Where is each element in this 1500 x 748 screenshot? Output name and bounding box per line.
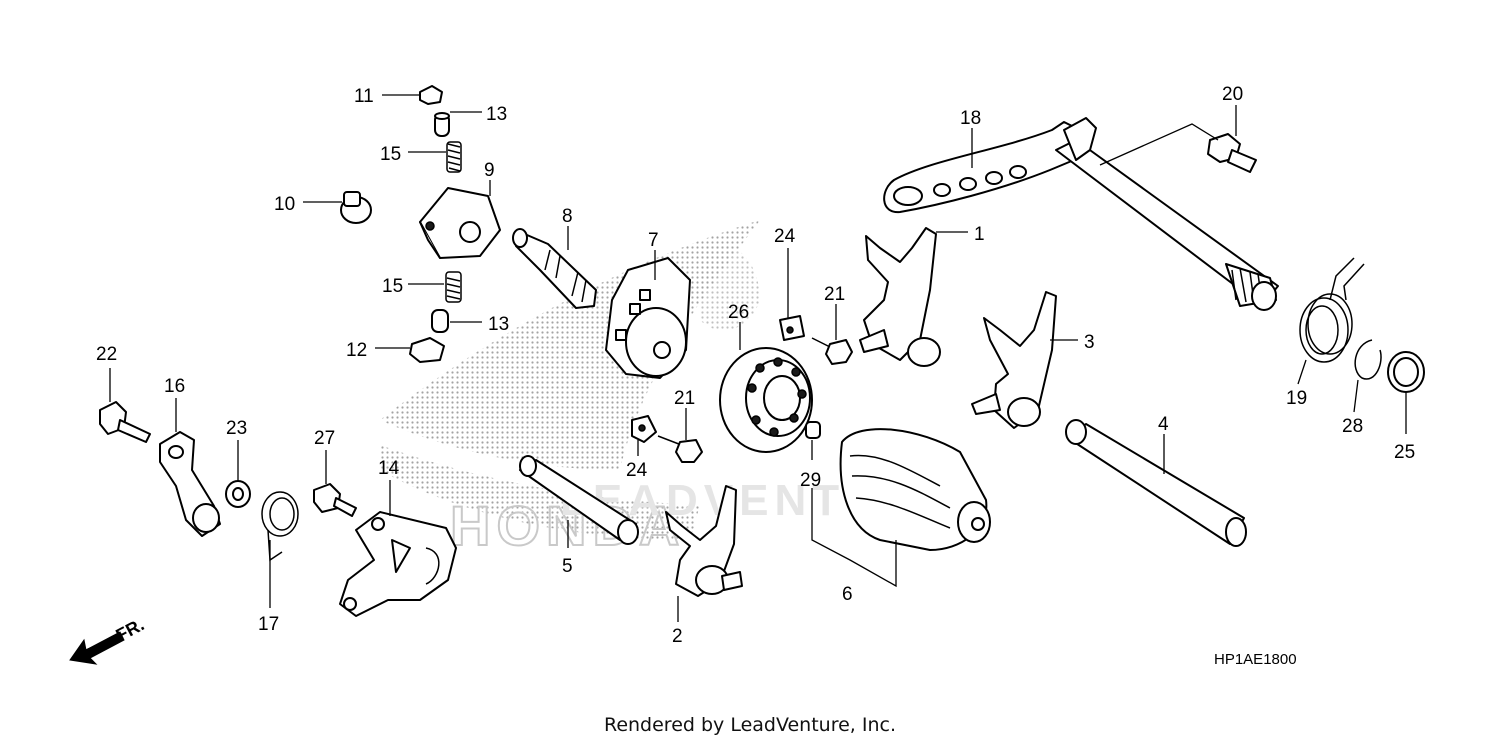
- callout-14[interactable]: 14: [378, 458, 400, 479]
- part-15-spring-lower[interactable]: [445, 271, 462, 303]
- part-27-bolt[interactable]: [313, 483, 357, 517]
- part-4-fork-shaft[interactable]: [1065, 419, 1247, 547]
- callout-27[interactable]: 27: [314, 428, 335, 449]
- callout-24-lower[interactable]: 24: [626, 460, 648, 481]
- part-6-shift-drum[interactable]: [839, 428, 991, 551]
- part-18-gearshift-spindle[interactable]: [883, 117, 1279, 311]
- part-26-bearing[interactable]: [719, 347, 813, 453]
- part-1-shift-fork[interactable]: [859, 227, 941, 367]
- part-19-return-spring[interactable]: [1299, 257, 1365, 363]
- part-17-spring[interactable]: [261, 491, 299, 562]
- part-24-plate-upper[interactable]: [779, 315, 805, 341]
- callout-25[interactable]: 25: [1394, 442, 1415, 463]
- part-8-drum-shaft[interactable]: [512, 228, 597, 309]
- callout-13-lower[interactable]: 13: [488, 314, 509, 335]
- part-29-pin[interactable]: [805, 421, 821, 439]
- leader-lines: [109, 94, 1407, 622]
- callout-19[interactable]: 19: [1286, 388, 1307, 409]
- diagram-code: HP1AE1800: [1214, 651, 1297, 668]
- callout-24-upper[interactable]: 24: [774, 226, 796, 247]
- part-13-pin-lower[interactable]: [431, 309, 449, 333]
- callout-15-lower[interactable]: 15: [382, 276, 403, 297]
- callout-12[interactable]: 12: [346, 340, 367, 361]
- part-2-shift-fork[interactable]: [665, 485, 743, 597]
- callout-6[interactable]: 6: [842, 584, 853, 605]
- callout-3[interactable]: 3: [1084, 332, 1095, 353]
- part-22-bolt[interactable]: [99, 401, 151, 443]
- callout-2[interactable]: 2: [672, 626, 683, 647]
- footer-credit: Rendered by LeadVenture, Inc.: [603, 714, 897, 736]
- part-10-bolt[interactable]: [340, 191, 372, 224]
- part-11-cap[interactable]: [419, 85, 443, 105]
- callout-5[interactable]: 5: [562, 556, 573, 577]
- callout-15-upper[interactable]: 15: [380, 144, 401, 165]
- callout-29[interactable]: 29: [800, 470, 821, 491]
- part-13-pin-upper[interactable]: [434, 112, 450, 137]
- callout-17[interactable]: 17: [258, 614, 279, 635]
- callout-11[interactable]: 11: [354, 86, 374, 107]
- part-21-bolt-lower[interactable]: [657, 435, 703, 463]
- part-14-plate[interactable]: [339, 511, 457, 617]
- callout-4[interactable]: 4: [1158, 414, 1169, 435]
- part-3-shift-fork[interactable]: [971, 291, 1057, 429]
- callout-16[interactable]: 16: [164, 376, 185, 397]
- callout-9[interactable]: 9: [484, 160, 495, 181]
- callout-28[interactable]: 28: [1342, 416, 1363, 437]
- callout-20[interactable]: 20: [1222, 84, 1243, 105]
- callout-8[interactable]: 8: [562, 206, 573, 227]
- part-12-cap[interactable]: [409, 337, 445, 363]
- part-20-bolt[interactable]: [1207, 133, 1257, 173]
- watermark-brand: HONDA: [450, 494, 685, 557]
- front-direction-indicator: FR.: [69, 614, 147, 665]
- callout-18[interactable]: 18: [960, 108, 981, 129]
- callout-10[interactable]: 10: [274, 194, 295, 215]
- part-7-shift-cam[interactable]: [605, 257, 691, 379]
- part-25-washer[interactable]: [1387, 351, 1425, 393]
- callout-1[interactable]: 1: [974, 224, 985, 245]
- part-28-circlip[interactable]: [1354, 339, 1382, 380]
- part-9-drum-center[interactable]: [419, 187, 501, 259]
- callout-21-lower[interactable]: 21: [674, 388, 695, 409]
- part-16-stopper-arm[interactable]: [159, 431, 221, 537]
- callout-22[interactable]: 22: [96, 344, 117, 365]
- callout-23[interactable]: 23: [226, 418, 247, 439]
- callouts: 11 13 15 10 9 8 7 15 13 12 1 3 18 20 4 2…: [96, 84, 1415, 647]
- part-24-plate-lower[interactable]: [631, 415, 657, 443]
- callout-21-upper[interactable]: 21: [824, 284, 845, 305]
- callout-13-upper[interactable]: 13: [486, 104, 507, 125]
- part-5-fork-shaft[interactable]: [519, 455, 639, 545]
- part-21-bolt-upper[interactable]: [811, 337, 853, 365]
- callout-7[interactable]: 7: [648, 230, 659, 251]
- callout-26[interactable]: 26: [728, 302, 749, 323]
- part-23-washer[interactable]: [225, 480, 251, 508]
- part-15-spring-upper[interactable]: [446, 141, 462, 173]
